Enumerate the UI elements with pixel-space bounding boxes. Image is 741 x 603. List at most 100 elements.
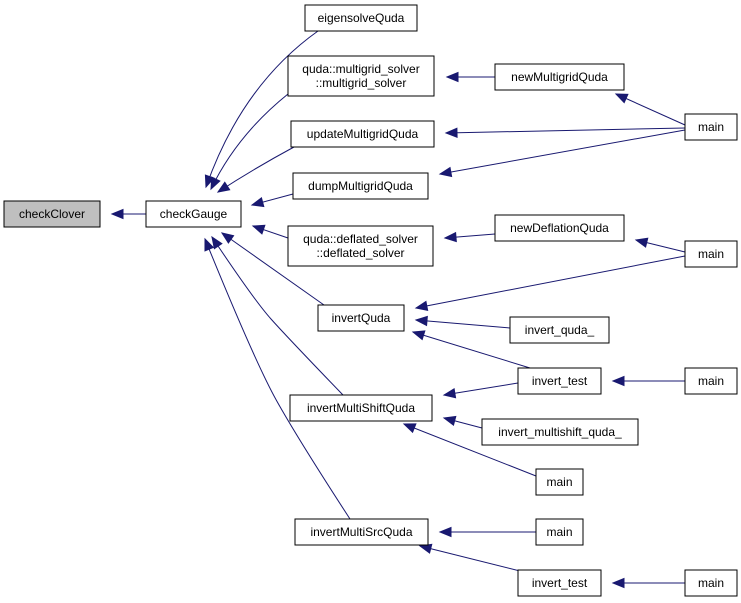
edge-n2-to-n1 <box>204 30 319 189</box>
node-box <box>481 418 639 446</box>
node-updatemultigridquda[interactable]: updateMultigridQuda <box>290 120 435 148</box>
edge-line <box>419 545 525 573</box>
arrowhead-icon <box>614 93 629 104</box>
arrowhead-icon <box>402 423 417 434</box>
edge-n13-to-n7 <box>411 330 531 369</box>
node-label: invertQuda <box>332 311 391 325</box>
edge-line <box>415 319 511 329</box>
node-box <box>292 172 429 200</box>
arrowhead-icon <box>442 387 457 399</box>
node-label: newDeflationQuda <box>510 221 609 235</box>
node-invert-multishift-quda[interactable]: invert_multishift_quda_ <box>481 418 639 446</box>
node-main[interactable]: main <box>535 518 584 546</box>
node-box <box>684 569 738 597</box>
node-newmultigridquda[interactable]: newMultigridQuda <box>494 63 625 91</box>
node-main[interactable]: main <box>684 367 738 395</box>
node-box <box>145 200 242 228</box>
nodes-layer: checkClover checkGauge eigensolveQuda quda:… <box>3 4 738 597</box>
node-quda-deflated-solver-deflated-solver[interactable]: quda::deflated_solver::deflated_solver <box>287 225 434 267</box>
node-invertquda[interactable]: invertQuda <box>317 304 405 332</box>
node-box <box>517 367 602 395</box>
node-label: main <box>698 247 724 261</box>
node-main[interactable]: main <box>535 468 584 496</box>
edge-n5-to-n1 <box>250 193 294 208</box>
node-label: main <box>698 576 724 590</box>
node-label: ::deflated_solver <box>316 246 404 260</box>
edge-n18-to-n4 <box>444 127 686 139</box>
node-main[interactable]: main <box>684 240 738 268</box>
arrowhead-icon <box>414 315 428 327</box>
node-box <box>535 468 584 496</box>
edge-line <box>217 146 295 193</box>
node-label: dumpMultigridQuda <box>308 179 413 193</box>
node-box <box>509 316 610 344</box>
arrowhead-icon <box>251 224 266 235</box>
node-invert-test[interactable]: invert_test <box>517 569 602 597</box>
arrowhead-icon <box>418 543 433 554</box>
edges-layer <box>110 30 686 589</box>
node-label: main <box>698 120 724 134</box>
arrowhead-icon <box>438 526 452 538</box>
edge-line <box>439 129 686 175</box>
edge-n13-to-n8 <box>442 382 519 399</box>
edge-line <box>415 255 686 309</box>
edge-n18-to-n5 <box>438 129 686 178</box>
edge-line <box>615 93 686 126</box>
node-invert-quda[interactable]: invert_quda_ <box>509 316 610 344</box>
node-dumpmultigridquda[interactable]: dumpMultigridQuda <box>292 172 429 200</box>
node-label: quda::multigrid_solver <box>302 62 419 76</box>
arrowhead-icon <box>210 176 221 191</box>
node-label: eigensolveQuda <box>318 11 405 25</box>
edge-n20-to-n13 <box>611 375 685 387</box>
arrowhead-icon <box>611 375 625 387</box>
node-invertmultishiftquda[interactable]: invertMultiShiftQuda <box>289 394 433 422</box>
edge-line <box>221 232 325 306</box>
edge-n7-to-n1 <box>220 232 325 306</box>
edge-n18-to-n10 <box>614 93 686 126</box>
node-box <box>290 120 435 148</box>
edge-n10-to-n3 <box>445 71 495 83</box>
edge-line <box>403 423 537 477</box>
node-label: checkGauge <box>160 207 228 221</box>
edge-n6-to-n1 <box>251 224 289 239</box>
arrowhead-icon <box>216 181 231 193</box>
arrowhead-icon <box>220 232 235 244</box>
node-eigensolvequda[interactable]: eigensolveQuda <box>304 4 418 32</box>
node-box <box>517 569 602 597</box>
node-box <box>289 394 433 422</box>
node-main[interactable]: main <box>684 113 738 141</box>
node-checkgauge[interactable]: checkGauge <box>145 200 242 228</box>
edge-n8-to-n1 <box>211 235 344 396</box>
node-box <box>287 55 435 97</box>
arrowhead-icon <box>411 330 426 341</box>
edge-line <box>210 93 289 190</box>
node-invert-test[interactable]: invert_test <box>517 367 602 395</box>
node-invertmultisrcquda[interactable]: invertMultiSrcQuda <box>294 518 429 546</box>
arrowhead-icon <box>211 235 223 250</box>
edge-line <box>204 238 351 520</box>
arrowhead-icon <box>634 237 649 248</box>
arrowhead-icon <box>444 127 458 139</box>
node-label: invertMultiShiftQuda <box>307 401 415 415</box>
arrowhead-icon <box>438 166 453 178</box>
node-box <box>287 225 434 267</box>
node-newdeflationquda[interactable]: newDeflationQuda <box>494 214 625 242</box>
node-label: main <box>698 374 724 388</box>
node-box <box>535 518 584 546</box>
node-label: invert_test <box>532 576 588 590</box>
edge-n1-to-n0 <box>110 208 146 220</box>
edge-n3-to-n1 <box>210 93 289 191</box>
node-label: invert_quda_ <box>525 323 595 337</box>
node-label: invertMultiSrcQuda <box>310 525 412 539</box>
arrowhead-icon <box>414 300 429 311</box>
node-main[interactable]: main <box>684 569 738 597</box>
node-box <box>3 200 101 228</box>
arrowhead-icon <box>442 415 457 426</box>
edge-n4-to-n1 <box>216 146 295 193</box>
node-checkclover: checkClover <box>3 200 101 228</box>
node-quda-multigrid-solver-multigrid-solver[interactable]: quda::multigrid_solver::multigrid_solver <box>287 55 435 97</box>
node-label: invert_test <box>532 374 588 388</box>
edge-n14-to-n8 <box>442 415 483 429</box>
node-box <box>684 113 738 141</box>
